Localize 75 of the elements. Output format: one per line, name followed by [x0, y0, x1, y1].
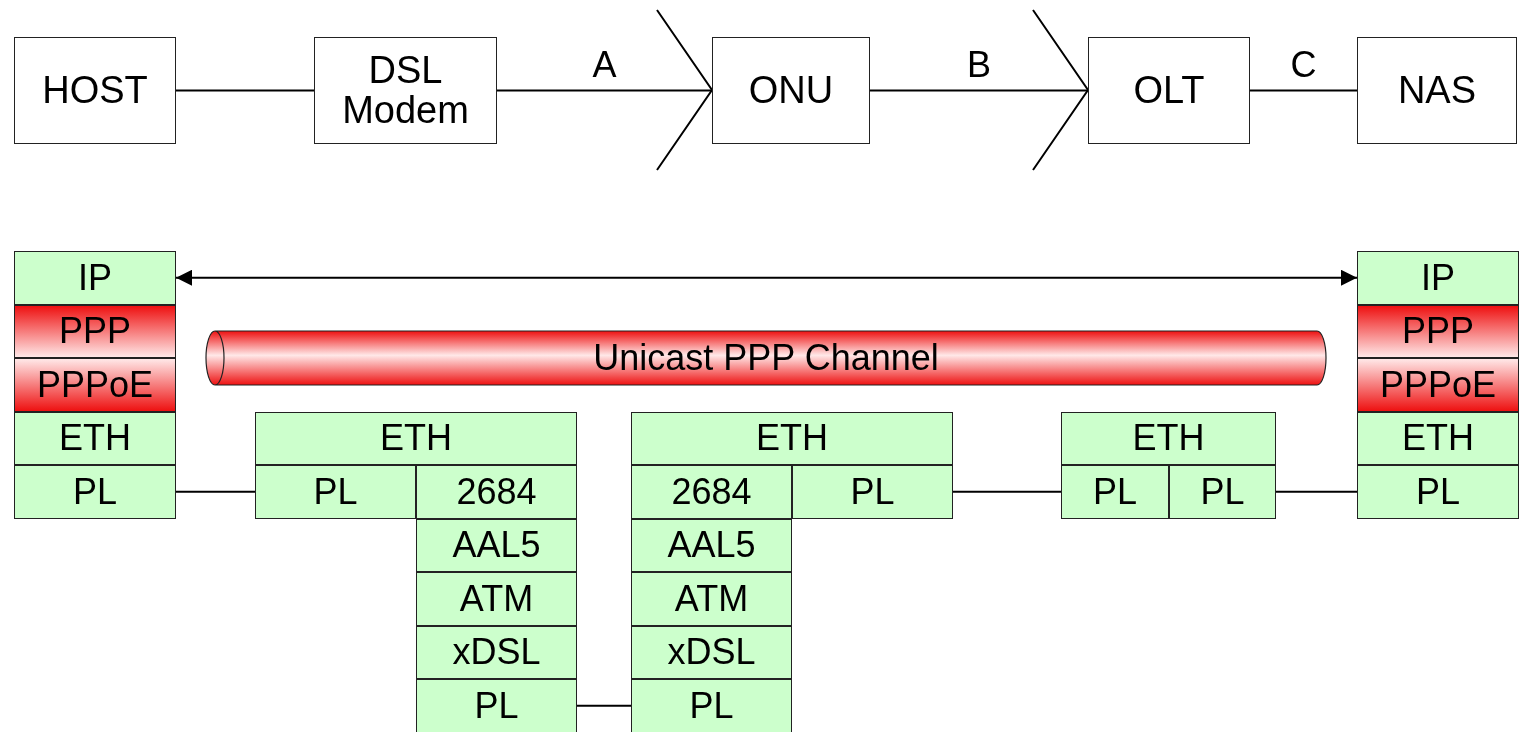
- connector-line: [952, 490, 1062, 493]
- connector-line: [576, 704, 632, 707]
- layer-label: PL: [1092, 472, 1137, 511]
- layer-label: PL: [474, 686, 519, 725]
- protocol-layer-box: [255, 411, 577, 465]
- device-box: [1088, 37, 1250, 144]
- layer-label: PL: [1200, 472, 1245, 511]
- protocol-layer-box: [1357, 358, 1519, 412]
- protocol-layer-box: [416, 679, 577, 732]
- protocol-layer-box: [1169, 465, 1276, 519]
- layer-label: PL: [689, 686, 734, 725]
- protocol-layer-box: [792, 465, 953, 519]
- layer-label: PL: [313, 472, 358, 511]
- device-box: [712, 37, 870, 144]
- protocol-layer-box: [1357, 411, 1519, 465]
- device-label: ONU: [748, 70, 834, 111]
- layer-label: PPPoE: [36, 365, 154, 404]
- layer-label: AAL5: [667, 526, 756, 565]
- protocol-layer-box: [1061, 465, 1169, 519]
- pipe-channel: [205, 330, 1327, 386]
- double-arrow: [175, 269, 1358, 286]
- layer-label: ETH: [1132, 419, 1205, 458]
- protocol-layer-box: [1357, 251, 1519, 305]
- protocol-layer-box: [631, 572, 792, 626]
- protocol-layer-box: [14, 465, 176, 519]
- protocol-layer-box: [14, 304, 176, 358]
- layer-label: PPP: [58, 312, 131, 351]
- protocol-layer-box: [255, 465, 416, 519]
- connector-line: [175, 89, 315, 92]
- layer-label: PPPoE: [1379, 365, 1497, 404]
- layer-label: xDSL: [667, 633, 756, 672]
- device-box: [1357, 37, 1517, 144]
- device-box: [314, 37, 497, 144]
- protocol-layer-box: [416, 625, 577, 679]
- layer-label: ETH: [1402, 419, 1474, 458]
- protocol-layer-box: [1061, 411, 1276, 465]
- channel-label: Unicast PPP Channel: [593, 339, 939, 377]
- protocol-layer-box: [14, 358, 176, 412]
- protocol-layer-box: [416, 465, 577, 519]
- protocol-layer-box: [14, 411, 176, 465]
- protocol-layer-box: [631, 625, 792, 679]
- layer-label: PL: [1415, 472, 1460, 511]
- protocol-layer-box: [631, 518, 792, 572]
- layer-label: xDSL: [452, 633, 541, 672]
- connector-line: [1275, 490, 1358, 493]
- layer-label: AAL5: [452, 526, 541, 565]
- protocol-layer-box: [416, 518, 577, 572]
- connector-line: [1249, 89, 1358, 92]
- layer-label: 2684: [456, 472, 537, 511]
- protocol-layer-box: [1357, 465, 1519, 519]
- protocol-layer-box: [631, 465, 792, 519]
- layer-label: PPP: [1401, 312, 1474, 351]
- connector-line: [869, 89, 1089, 92]
- device-label: NAS: [1397, 70, 1477, 111]
- layer-label: ETH: [59, 419, 131, 458]
- connector-line: [496, 89, 713, 92]
- layer-label: ATM: [674, 579, 749, 618]
- connector-line: [175, 490, 256, 493]
- protocol-layer-box: [1357, 304, 1519, 358]
- layer-label: IP: [78, 258, 112, 297]
- device-label: OLT: [1133, 70, 1205, 111]
- layer-label: PL: [850, 472, 895, 511]
- protocol-layer-box: [14, 251, 176, 305]
- device-label: DSL Modem: [341, 50, 470, 131]
- protocol-layer-box: [416, 572, 577, 626]
- layer-label: PL: [72, 472, 117, 511]
- layer-label: ETH: [756, 419, 828, 458]
- layer-label: ETH: [380, 419, 452, 458]
- device-label: HOST: [42, 70, 148, 111]
- layer-label: 2684: [671, 472, 752, 511]
- protocol-layer-box: [631, 679, 792, 732]
- device-box: [14, 37, 176, 144]
- layer-label: ATM: [459, 579, 534, 618]
- layer-label: IP: [1421, 258, 1455, 297]
- protocol-layer-box: [631, 411, 953, 465]
